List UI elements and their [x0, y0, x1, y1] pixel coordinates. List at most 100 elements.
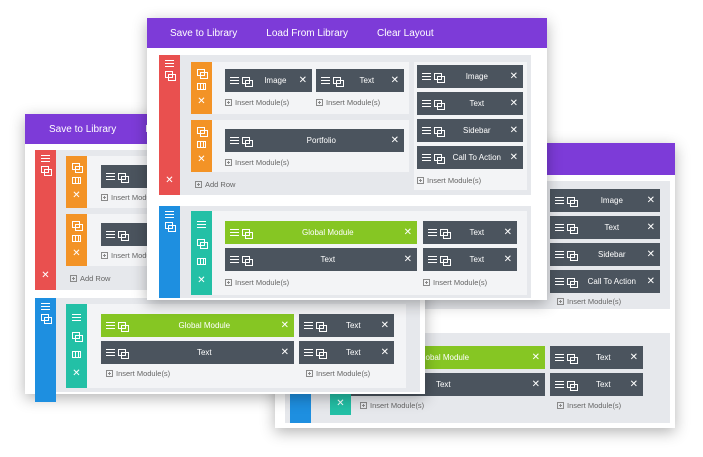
- hamburger-icon[interactable]: [428, 256, 437, 263]
- module-text[interactable]: Text ✕: [101, 341, 294, 364]
- close-icon[interactable]: ✕: [380, 346, 389, 358]
- close-icon[interactable]: ✕: [403, 226, 412, 238]
- insert-modules-button[interactable]: Insert Module(s): [306, 369, 370, 378]
- duplicate-icon[interactable]: [71, 221, 83, 232]
- close-icon[interactable]: ✕: [646, 248, 655, 260]
- add-row-button[interactable]: Add Row: [70, 274, 110, 283]
- hamburger-icon[interactable]: [41, 303, 50, 310]
- insert-modules-button[interactable]: Insert Module(s): [101, 251, 165, 260]
- close-icon[interactable]: ✕: [72, 367, 81, 379]
- hamburger-icon[interactable]: [106, 322, 115, 329]
- close-icon[interactable]: ✕: [72, 189, 81, 201]
- columns-icon[interactable]: [197, 257, 206, 265]
- insert-modules-button[interactable]: Insert Module(s): [316, 98, 380, 107]
- save-to-library-button[interactable]: Save to Library: [170, 27, 238, 39]
- hamburger-icon[interactable]: [422, 154, 431, 161]
- module-call-to-action[interactable]: Call To Action ✕: [417, 146, 523, 169]
- module-portfolio[interactable]: Portfolio ✕: [225, 129, 404, 152]
- close-icon[interactable]: ✕: [646, 221, 655, 233]
- insert-modules-button[interactable]: Insert Module(s): [225, 158, 289, 167]
- duplicate-icon[interactable]: [242, 255, 253, 266]
- module-text[interactable]: Text ✕: [550, 373, 643, 396]
- module-image[interactable]: Image ✕: [225, 69, 312, 92]
- close-icon[interactable]: ✕: [509, 124, 518, 136]
- duplicate-icon[interactable]: [118, 172, 129, 183]
- columns-icon[interactable]: [72, 177, 81, 185]
- module-sidebar[interactable]: Sidebar ✕: [417, 119, 523, 142]
- hamburger-icon[interactable]: [422, 73, 431, 80]
- module-text[interactable]: Text ✕: [550, 346, 643, 369]
- hamburger-icon[interactable]: [230, 137, 239, 144]
- load-from-library-button[interactable]: Load From Library: [266, 27, 348, 39]
- duplicate-icon[interactable]: [440, 255, 451, 266]
- duplicate-icon[interactable]: [40, 166, 52, 176]
- close-icon[interactable]: ✕: [646, 275, 655, 287]
- close-icon[interactable]: ✕: [72, 247, 81, 259]
- duplicate-icon[interactable]: [196, 69, 208, 80]
- duplicate-icon[interactable]: [164, 71, 176, 81]
- close-icon[interactable]: ✕: [629, 378, 638, 390]
- duplicate-icon[interactable]: [333, 76, 344, 87]
- close-icon[interactable]: ✕: [646, 194, 655, 206]
- module-global[interactable]: Global Module ✕: [101, 314, 294, 337]
- close-icon[interactable]: ✕: [509, 151, 518, 163]
- hamburger-icon[interactable]: [106, 349, 115, 356]
- hamburger-icon[interactable]: [165, 60, 174, 67]
- add-row-button[interactable]: Add Row: [195, 180, 235, 189]
- insert-modules-button[interactable]: Insert Module(s): [101, 193, 165, 202]
- insert-modules-button[interactable]: Insert Module(s): [360, 401, 424, 410]
- duplicate-icon[interactable]: [440, 228, 451, 239]
- duplicate-icon[interactable]: [434, 72, 445, 83]
- hamburger-icon[interactable]: [230, 256, 239, 263]
- close-icon[interactable]: ✕: [531, 378, 540, 390]
- close-icon[interactable]: ✕: [298, 74, 307, 86]
- hamburger-icon[interactable]: [555, 251, 564, 258]
- close-icon[interactable]: ✕: [503, 253, 512, 265]
- close-icon[interactable]: ✕: [197, 153, 206, 165]
- duplicate-icon[interactable]: [434, 153, 445, 164]
- hamburger-icon[interactable]: [304, 349, 313, 356]
- module-global[interactable]: Global Module ✕: [225, 221, 417, 244]
- duplicate-icon[interactable]: [40, 314, 52, 324]
- insert-modules-button[interactable]: Insert Module(s): [557, 297, 621, 306]
- close-icon[interactable]: ✕: [41, 270, 50, 281]
- close-icon[interactable]: ✕: [280, 319, 289, 331]
- module-text[interactable]: Text ✕: [550, 216, 660, 239]
- close-icon[interactable]: ✕: [336, 398, 345, 409]
- insert-modules-button[interactable]: Insert Module(s): [225, 98, 289, 107]
- hamburger-icon[interactable]: [72, 313, 81, 321]
- hamburger-icon[interactable]: [165, 211, 174, 218]
- close-icon[interactable]: ✕: [197, 95, 206, 107]
- insert-modules-button[interactable]: Insert Module(s): [225, 278, 289, 287]
- module-image[interactable]: Image ✕: [550, 189, 660, 212]
- insert-modules-button[interactable]: Insert Module(s): [417, 176, 481, 185]
- hamburger-icon[interactable]: [106, 173, 115, 180]
- duplicate-icon[interactable]: [316, 348, 327, 359]
- duplicate-icon[interactable]: [567, 223, 578, 234]
- hamburger-icon[interactable]: [230, 229, 239, 236]
- module-text[interactable]: Text ✕: [417, 92, 523, 115]
- hamburger-icon[interactable]: [555, 224, 564, 231]
- close-icon[interactable]: ✕: [629, 351, 638, 363]
- module-text[interactable]: Text ✕: [423, 248, 517, 271]
- columns-icon[interactable]: [197, 141, 206, 149]
- module-text[interactable]: Text ✕: [299, 341, 394, 364]
- close-icon[interactable]: ✕: [165, 175, 174, 186]
- duplicate-icon[interactable]: [196, 127, 208, 138]
- close-icon[interactable]: ✕: [403, 253, 412, 265]
- hamburger-icon[interactable]: [321, 77, 330, 84]
- hamburger-icon[interactable]: [230, 77, 239, 84]
- close-icon[interactable]: ✕: [390, 134, 399, 146]
- close-icon[interactable]: ✕: [503, 226, 512, 238]
- hamburger-icon[interactable]: [422, 127, 431, 134]
- duplicate-icon[interactable]: [316, 321, 327, 332]
- insert-modules-button[interactable]: Insert Module(s): [557, 401, 621, 410]
- clear-layout-button[interactable]: Clear Layout: [376, 27, 434, 39]
- hamburger-icon[interactable]: [555, 278, 564, 285]
- columns-icon[interactable]: [197, 83, 206, 91]
- hamburger-icon[interactable]: [555, 354, 564, 361]
- duplicate-icon[interactable]: [118, 321, 129, 332]
- module-text[interactable]: Text ✕: [299, 314, 394, 337]
- duplicate-icon[interactable]: [242, 228, 253, 239]
- hamburger-icon[interactable]: [555, 197, 564, 204]
